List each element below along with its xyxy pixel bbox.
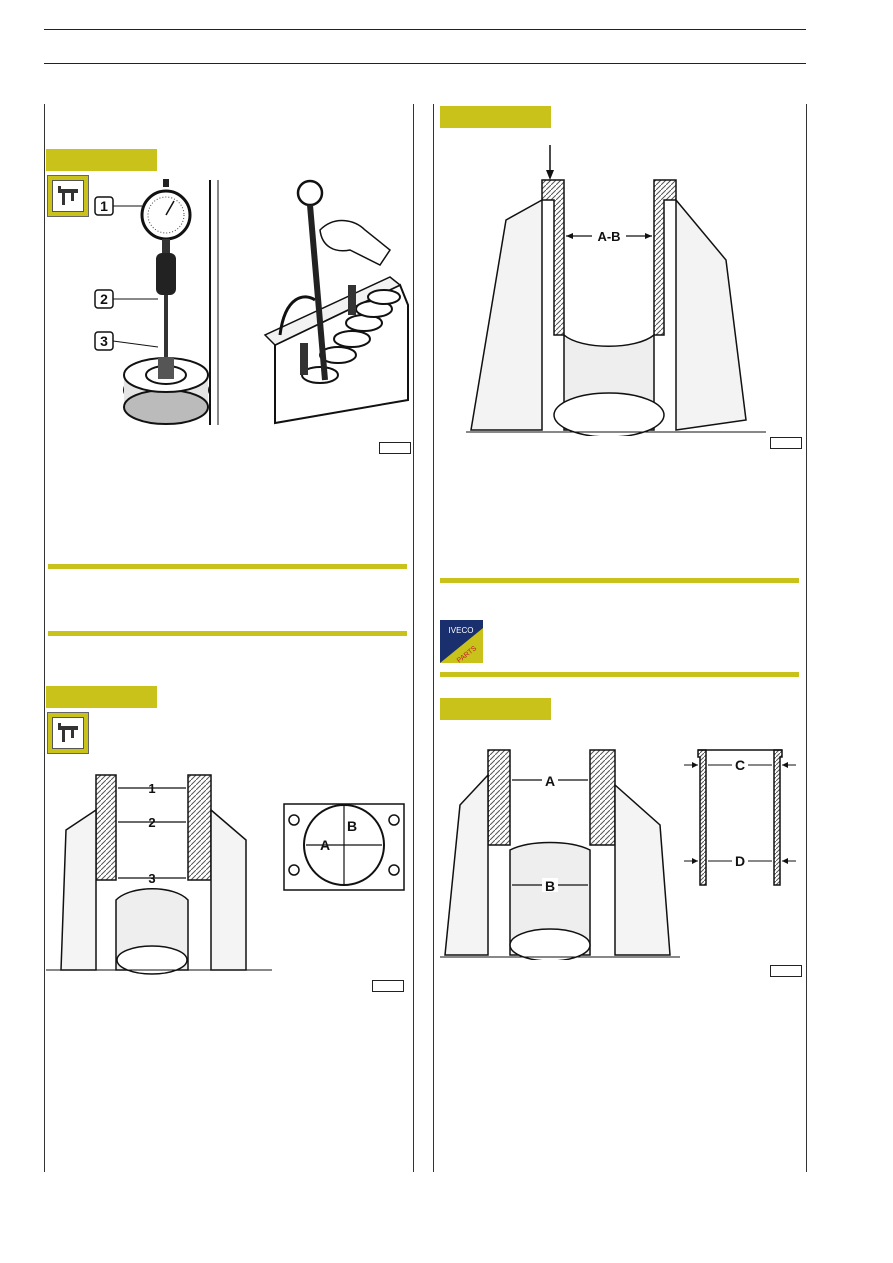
caliper-icon [52, 717, 84, 749]
liner-measure-c: C [684, 757, 796, 773]
iveco-parts-logo: IVECO PARTS [440, 620, 483, 663]
figure-number-4 [770, 965, 802, 977]
svg-text:IVECO: IVECO [449, 626, 474, 635]
dial-gauge [140, 179, 192, 365]
header-rule-bottom [44, 63, 806, 64]
svg-text:3: 3 [148, 871, 155, 886]
svg-text:2: 2 [100, 291, 108, 307]
svg-text:A: A [320, 837, 330, 853]
note-bar-top-right [440, 578, 799, 583]
setting-ring [123, 357, 209, 425]
bore-measure-1: 1 [118, 781, 186, 796]
figure-number-1 [379, 442, 411, 454]
diameter-measure-ab: A-B [566, 228, 652, 244]
svg-text:A-B: A-B [597, 229, 620, 244]
figure-2-liner-section: A-B [466, 145, 766, 436]
figure-tag-2 [440, 106, 551, 128]
left-column-border-left [44, 104, 45, 1172]
svg-text:2: 2 [148, 815, 155, 830]
callout-1: 1 [94, 196, 142, 216]
figure-4-block-bore: A B [440, 749, 680, 960]
figure-tag-4 [440, 698, 551, 720]
bore-measure-a: A [512, 773, 588, 789]
svg-text:D: D [735, 853, 745, 869]
svg-text:A: A [545, 773, 555, 789]
figure-3-gasket-view: A B [283, 803, 405, 891]
note-bar-bottom-left [48, 631, 407, 636]
right-column-border-left [433, 104, 434, 1172]
bore-measure-b: B [512, 878, 588, 894]
svg-text:B: B [347, 818, 357, 834]
figure-tag-1 [46, 149, 157, 171]
note-bar-top-left [48, 564, 407, 569]
caliper-icon-box-1 [47, 175, 89, 217]
caliper-icon-box-2 [47, 712, 89, 754]
svg-text:C: C [735, 757, 745, 773]
bore-measure-3: 3 [118, 871, 186, 886]
figure-3-bore-section: 1 2 3 [46, 774, 272, 975]
figure-tag-3 [46, 686, 157, 708]
callout-2: 2 [94, 289, 158, 309]
note-bar-bottom-right [440, 672, 799, 677]
left-column-border-right [413, 104, 414, 1172]
bore-measure-2: 2 [118, 815, 186, 830]
caliper-icon [52, 180, 84, 212]
right-column-border-right [806, 104, 807, 1172]
figure-1-bore-gauge: 1 2 3 [94, 179, 409, 425]
svg-text:1: 1 [148, 781, 155, 796]
header-rule-top [44, 29, 806, 30]
engine-block [263, 276, 409, 425]
figure-number-3 [372, 980, 404, 992]
svg-text:3: 3 [100, 333, 108, 349]
figure-number-2 [770, 437, 802, 449]
figure-4-liner: C D [684, 749, 796, 886]
svg-text:B: B [545, 878, 555, 894]
callout-3: 3 [94, 331, 159, 351]
svg-text:1: 1 [100, 198, 108, 214]
gauge-in-cylinder [296, 179, 392, 381]
liner-measure-d: D [684, 853, 796, 869]
